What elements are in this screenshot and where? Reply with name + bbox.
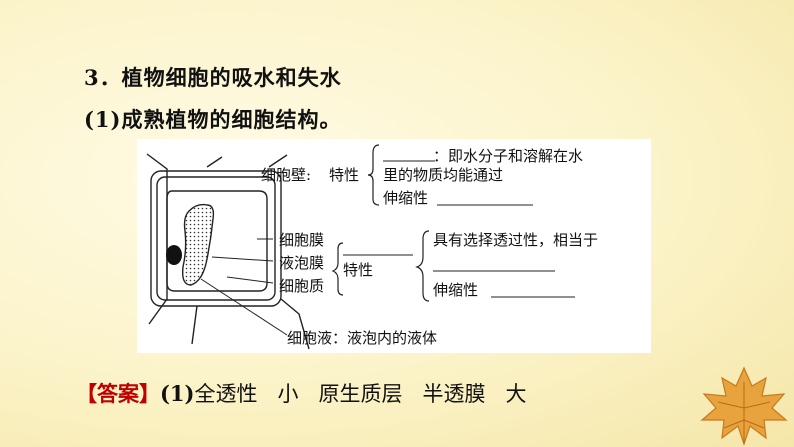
answer-line: 【答案】(1)全透性小原生质层半透膜大 (76, 378, 546, 408)
answer-item: 大 (505, 382, 527, 406)
neighbor-wall-top-left (206, 156, 223, 168)
section-heading: 3．植物细胞的吸水和失水 (84, 65, 342, 90)
cell-sap-label: 细胞液：液泡内的液体 (287, 329, 438, 347)
neighbor-wall-bottom (191, 305, 198, 345)
answer-item: 全透性 (194, 382, 258, 406)
cell-membrane-label: 细胞膜 (279, 231, 325, 249)
neighbor-wall-top-right (268, 154, 288, 168)
cell-membrane (166, 190, 268, 292)
answer-blanks (343, 160, 575, 298)
wall-trait-2: 伸缩性 (383, 189, 429, 207)
cell-diagram (146, 144, 575, 350)
vacuole-membrane-label: 液泡膜 (279, 254, 325, 272)
answer-item: 小 (277, 382, 299, 406)
answer-item: 原生质层 (318, 382, 403, 406)
nucleus (166, 245, 182, 265)
cell-wall-label: 细胞壁: (261, 166, 312, 184)
mid-trait-2: 伸缩性 (433, 281, 479, 299)
cell-structure-figure: 细胞壁: 特性 ：即水分子和溶解在水 里的物质均能通过 伸缩性 细胞膜 液泡膜 … (137, 139, 651, 353)
leader-vacuole-membrane (211, 256, 274, 262)
braces (331, 144, 430, 302)
leader-lines (200, 238, 288, 336)
brace-wall (367, 144, 380, 206)
vacuole (181, 203, 215, 286)
wall-trait-1-line2: 里的物质均能通过 (383, 166, 504, 184)
cell-wall-inner (156, 176, 276, 301)
cell-wall-trait-label: 特性 (329, 166, 360, 184)
membranes-trait-label: 特性 (343, 261, 374, 279)
leader-cytoplasm (226, 276, 274, 284)
maple-leaf-icon (700, 366, 788, 446)
mid-trait-1: 具有选择透过性，相当于 (433, 231, 599, 249)
subsection-heading: (1)成熟植物的细胞结构。 (84, 107, 342, 132)
wall-trait-1-line1: ：即水分子和溶解在水 (433, 147, 584, 165)
leader-cell-sap (200, 278, 288, 336)
answer-prefix: (1) (160, 381, 195, 406)
cytoplasm-label: 细胞质 (279, 277, 325, 295)
cell-wall-outer (150, 170, 282, 307)
neighbor-wall-right (280, 298, 310, 350)
answer-tag: 【答案】 (76, 381, 160, 406)
answer-item: 半透膜 (422, 382, 486, 406)
brace-traits (415, 230, 430, 302)
brace-membranes (331, 242, 344, 296)
plant-cell-drawing (146, 153, 310, 350)
